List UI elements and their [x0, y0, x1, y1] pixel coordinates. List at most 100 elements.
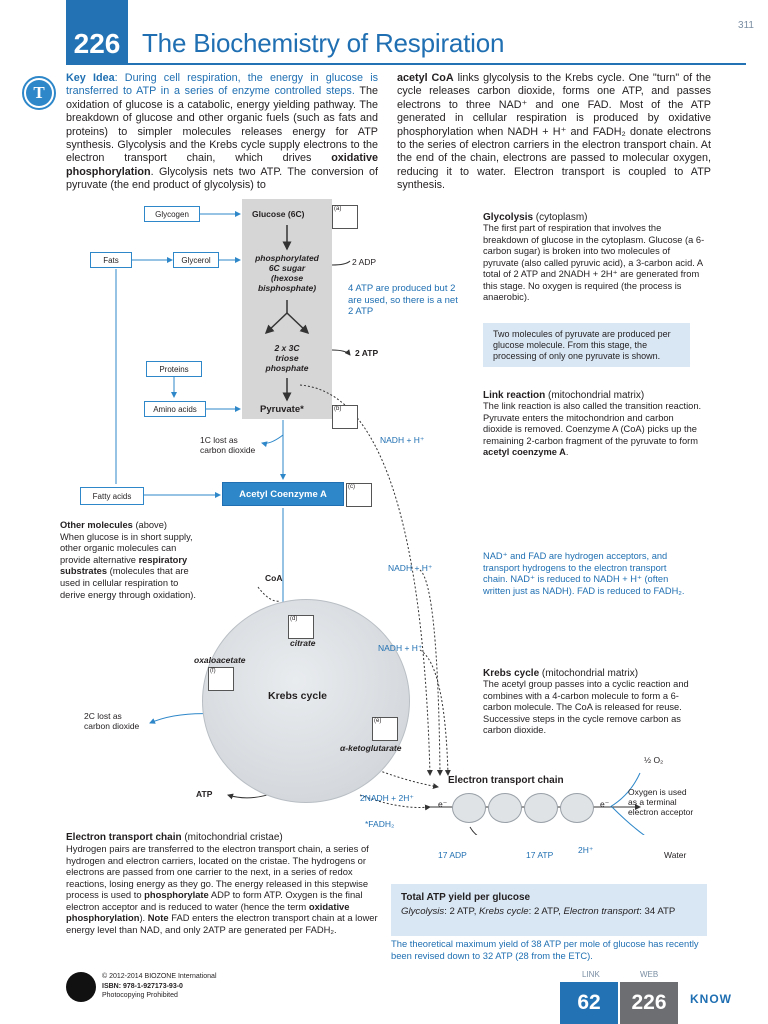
- answer-box-f[interactable]: (f): [208, 667, 234, 691]
- atp-yield-glycolysis-label: Glycolysis: [401, 906, 445, 917]
- atp-yield-krebs-label: Krebs cycle: [479, 906, 529, 917]
- adp-17-label: 17 ADP: [438, 850, 467, 860]
- answer-label-b: (b): [334, 406, 342, 412]
- etc-text-g: FAD enters the electron transport chain …: [66, 912, 378, 935]
- etc-diagram-title: Electron transport chain: [448, 775, 564, 786]
- electron-in-label: e⁻: [438, 799, 448, 809]
- know-label: KNOW: [690, 992, 732, 1006]
- link-text-b: acetyl coenzyme A: [483, 447, 566, 457]
- atp-yield-etc-label: Electron transport: [563, 906, 640, 917]
- etc-text-f: Note: [147, 912, 169, 923]
- ketoglutarate-label: α-ketoglutarate: [340, 743, 402, 753]
- intro-left-column: Key Idea: During cell respiration, the e…: [66, 72, 378, 193]
- atp-yield-head: Total ATP yield per glucose: [401, 892, 531, 903]
- nadh-2-label: NADH + H⁺: [388, 563, 433, 573]
- answer-box-a[interactable]: (a): [332, 205, 358, 229]
- atp-produced-note: 4 ATP are produced but 2 are used, so th…: [348, 283, 458, 317]
- glycolysis-head: Glycolysis: [483, 212, 534, 223]
- link-label: LINK: [582, 970, 600, 979]
- intro-left-bold: oxidative phosphorylation: [66, 152, 379, 178]
- phosphorylated-sugar-label: phosphorylated 6C sugar (hexose bisphosp…: [255, 253, 319, 293]
- atp-yield-glycolysis-value: : 2 ATP,: [444, 906, 480, 917]
- acetyl-coa-box: Acetyl Coenzyme A: [222, 482, 344, 506]
- link-activity-button[interactable]: 62: [560, 982, 618, 1024]
- water-label: Water: [664, 850, 687, 860]
- adp-2-label: 2 ADP: [352, 257, 377, 267]
- nad-fad-note: NAD⁺ and FAD are hydrogen acceptors, and…: [483, 551, 685, 596]
- nadh-link-label: NADH + H⁺: [380, 435, 425, 445]
- nadh-2x-label: 2NADH + 2H⁺: [360, 793, 414, 803]
- intro-right-column: acetyl CoA links glycolysis to the Krebs…: [397, 72, 711, 193]
- page-number: 311: [738, 20, 754, 31]
- krebs-text: The acetyl group passes into a cyclic re…: [483, 679, 689, 735]
- etc-text-b: phosphorylate: [144, 889, 209, 900]
- answer-label-d: (d): [290, 616, 298, 622]
- etc-carrier-1: [452, 793, 486, 823]
- answer-box-e[interactable]: (e): [372, 717, 398, 741]
- glycolysis-section: Glycolysis (cytoplasm) The first part of…: [483, 212, 705, 304]
- glycogen-label: Glycogen: [155, 209, 189, 219]
- t-badge-letter: T: [26, 80, 52, 106]
- krebs-head: Krebs cycle: [483, 668, 540, 679]
- h-plus-label: 2H⁺: [578, 845, 594, 855]
- amino-acids-box: Amino acids: [144, 401, 206, 417]
- carbon-lost-1-label: 1C lost as carbon dioxide: [200, 435, 256, 455]
- biozone-logo-icon: [66, 972, 96, 1002]
- pyruvate-info-text: Two molecules of pyruvate are produced p…: [493, 329, 671, 361]
- link-text-c: .: [565, 447, 569, 457]
- answer-label-a: (a): [334, 206, 342, 212]
- footer-photocopy: Photocopying Prohibited: [102, 992, 178, 999]
- krebs-section: Krebs cycle (mitochondrial matrix) The a…: [483, 668, 705, 737]
- etc-text-a: Hydrogen pairs are transferred to the el…: [66, 843, 369, 900]
- answer-label-c: (c): [348, 484, 355, 490]
- web-activity-button[interactable]: 226: [620, 982, 678, 1024]
- etc-section: Electron transport chain (mitochondrial …: [66, 832, 382, 935]
- atp-yield-box: Total ATP yield per glucose Glycolysis: …: [391, 884, 707, 936]
- answer-box-c[interactable]: (c): [346, 483, 372, 507]
- other-molecules-line-4b: (molecules that are: [107, 566, 189, 577]
- key-idea-label: Key Idea: [66, 72, 115, 84]
- oxygen-note: Oxygen is used as a terminal electron ac…: [628, 787, 694, 817]
- intro-left-text-1: The oxidation of glucose is a catabolic,…: [66, 85, 378, 165]
- acetyl-coa-label: Acetyl Coenzyme A: [239, 488, 327, 500]
- atp-2-label: 2 ATP: [355, 348, 379, 358]
- pyruvate-info-box: Two molecules of pyruvate are produced p…: [483, 323, 690, 367]
- etc-carrier-2: [488, 793, 522, 823]
- atp-krebs-label: ATP: [196, 789, 213, 799]
- glycogen-box: Glycogen: [144, 206, 200, 222]
- pyruvate-label: Pyruvate*: [260, 404, 304, 415]
- proteins-label: Proteins: [159, 364, 189, 374]
- glycerol-box: Glycerol: [173, 252, 219, 268]
- link-text-a: The link reaction is also called the tra…: [483, 401, 702, 446]
- other-molecules-line-5: used in cellular respiration to: [60, 577, 179, 588]
- link-head: Link reaction: [483, 390, 546, 401]
- page-title: The Biochemistry of Respiration: [142, 28, 505, 58]
- etc-text-e: ).: [139, 912, 148, 923]
- atp-revision-note: The theoretical maximum yield of 38 ATP …: [391, 938, 699, 961]
- answer-label-f: (f): [210, 668, 216, 674]
- key-idea-text: : During cell respiration, the energy in…: [66, 72, 378, 98]
- link-reaction-section: Link reaction (mitochondrial matrix) The…: [483, 390, 705, 459]
- footer-copyright-line: © 2012-2014 BIOZONE International: [102, 973, 217, 980]
- fats-label: Fats: [103, 255, 119, 265]
- glucose-label: Glucose (6C): [252, 209, 305, 219]
- electron-out-label: e⁻: [600, 799, 610, 809]
- answer-box-b[interactable]: (b): [332, 405, 358, 429]
- web-label: WEB: [640, 970, 659, 979]
- other-molecules-head-suffix: (above): [132, 520, 167, 530]
- citrate-label: citrate: [290, 638, 316, 648]
- respiration-diagram: Glycogen Glucose (6C) (a) Fats Glycerol …: [0, 195, 768, 860]
- answer-box-d[interactable]: (d): [288, 615, 314, 639]
- atp-17-label: 17 ATP: [526, 850, 554, 860]
- etc-sub: (mitochondrial cristae): [181, 832, 283, 843]
- oxygen-half-label: ½ O₂: [644, 755, 664, 765]
- link-sub: (mitochondrial matrix): [545, 390, 645, 401]
- carbon-lost-2-label: 2C lost as carbon dioxide: [84, 711, 140, 731]
- title-rule: [66, 63, 746, 65]
- coa-label: CoA: [265, 573, 283, 583]
- other-molecules-line-3b: respiratory: [138, 554, 188, 565]
- other-molecules-line-1: When glucose is in short supply,: [60, 531, 193, 542]
- intro-left-text-2: . Glycolysis nets two ATP. The conversio…: [66, 165, 378, 192]
- other-molecules-line-3a: provide alternative: [60, 554, 139, 565]
- t-badge-icon: T: [22, 76, 56, 110]
